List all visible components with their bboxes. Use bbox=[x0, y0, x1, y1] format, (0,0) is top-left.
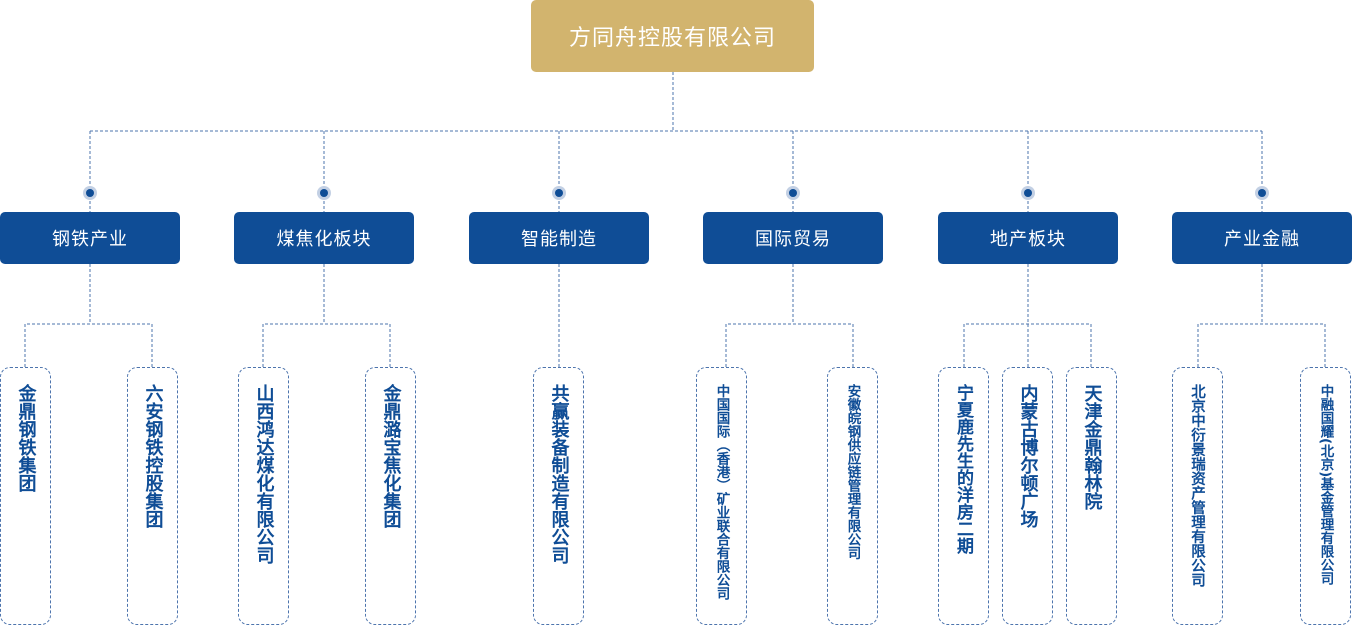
segment-industrial-finance: 产业金融 bbox=[1172, 212, 1352, 264]
branch-line bbox=[963, 264, 1092, 367]
branch-line bbox=[24, 264, 153, 367]
company-name: 宁夏鹿先生的洋房二期 bbox=[953, 384, 973, 554]
company-box: 内蒙古博尔顿广场 bbox=[1002, 367, 1053, 625]
segment-real-estate: 地产板块 bbox=[938, 212, 1118, 264]
branch-line bbox=[262, 264, 391, 367]
company-name: 安徽皖钢供应链管理有限公司 bbox=[844, 384, 861, 560]
company-name: 北京中衍景瑞资产管理有限公司 bbox=[1189, 384, 1205, 587]
node-dot bbox=[789, 189, 797, 197]
node-dot bbox=[1024, 189, 1032, 197]
company-box: 金鼎潞宝焦化集团 bbox=[365, 367, 416, 625]
company-name: 内蒙古博尔顿广场 bbox=[1017, 384, 1039, 528]
company-box: 宁夏鹿先生的洋房二期 bbox=[938, 367, 989, 625]
company-name: 中融国耀(北京)基金管理有限公司 bbox=[1317, 384, 1334, 586]
company-box: 金鼎钢铁集团 bbox=[0, 367, 51, 625]
company-name: 山西鸿达煤化有限公司 bbox=[253, 384, 275, 564]
company-name: 共赢装备制造有限公司 bbox=[548, 384, 570, 564]
company-name: 天津金鼎翰林院 bbox=[1081, 384, 1103, 510]
company-box: 中国国际（香港）矿业联合有限公司 bbox=[696, 367, 747, 625]
company-box: 山西鸿达煤化有限公司 bbox=[238, 367, 289, 625]
node-dot bbox=[86, 189, 94, 197]
branch-line bbox=[725, 264, 854, 367]
company-name: 中国国际（香港）矿业联合有限公司 bbox=[713, 384, 730, 600]
segment-smart-manufacturing: 智能制造 bbox=[469, 212, 649, 264]
company-box: 中融国耀(北京)基金管理有限公司 bbox=[1300, 367, 1351, 625]
segment-steel: 钢铁产业 bbox=[0, 212, 180, 264]
company-name: 六安钢铁控股集团 bbox=[142, 384, 164, 528]
company-box: 六安钢铁控股集团 bbox=[127, 367, 178, 625]
company-box: 北京中衍景瑞资产管理有限公司 bbox=[1172, 367, 1223, 625]
node-dot bbox=[320, 189, 328, 197]
root-company: 方同舟控股有限公司 bbox=[531, 0, 814, 72]
segment-coal-coking: 煤焦化板块 bbox=[234, 212, 414, 264]
node-dot bbox=[555, 189, 563, 197]
company-name: 金鼎潞宝焦化集团 bbox=[380, 384, 402, 528]
company-box: 共赢装备制造有限公司 bbox=[533, 367, 584, 625]
company-box: 安徽皖钢供应链管理有限公司 bbox=[827, 367, 878, 625]
segment-international-trade: 国际贸易 bbox=[703, 212, 883, 264]
company-box: 天津金鼎翰林院 bbox=[1066, 367, 1117, 625]
node-dot bbox=[1258, 189, 1266, 197]
branch-line bbox=[1197, 264, 1326, 367]
company-name: 金鼎钢铁集团 bbox=[15, 384, 37, 492]
